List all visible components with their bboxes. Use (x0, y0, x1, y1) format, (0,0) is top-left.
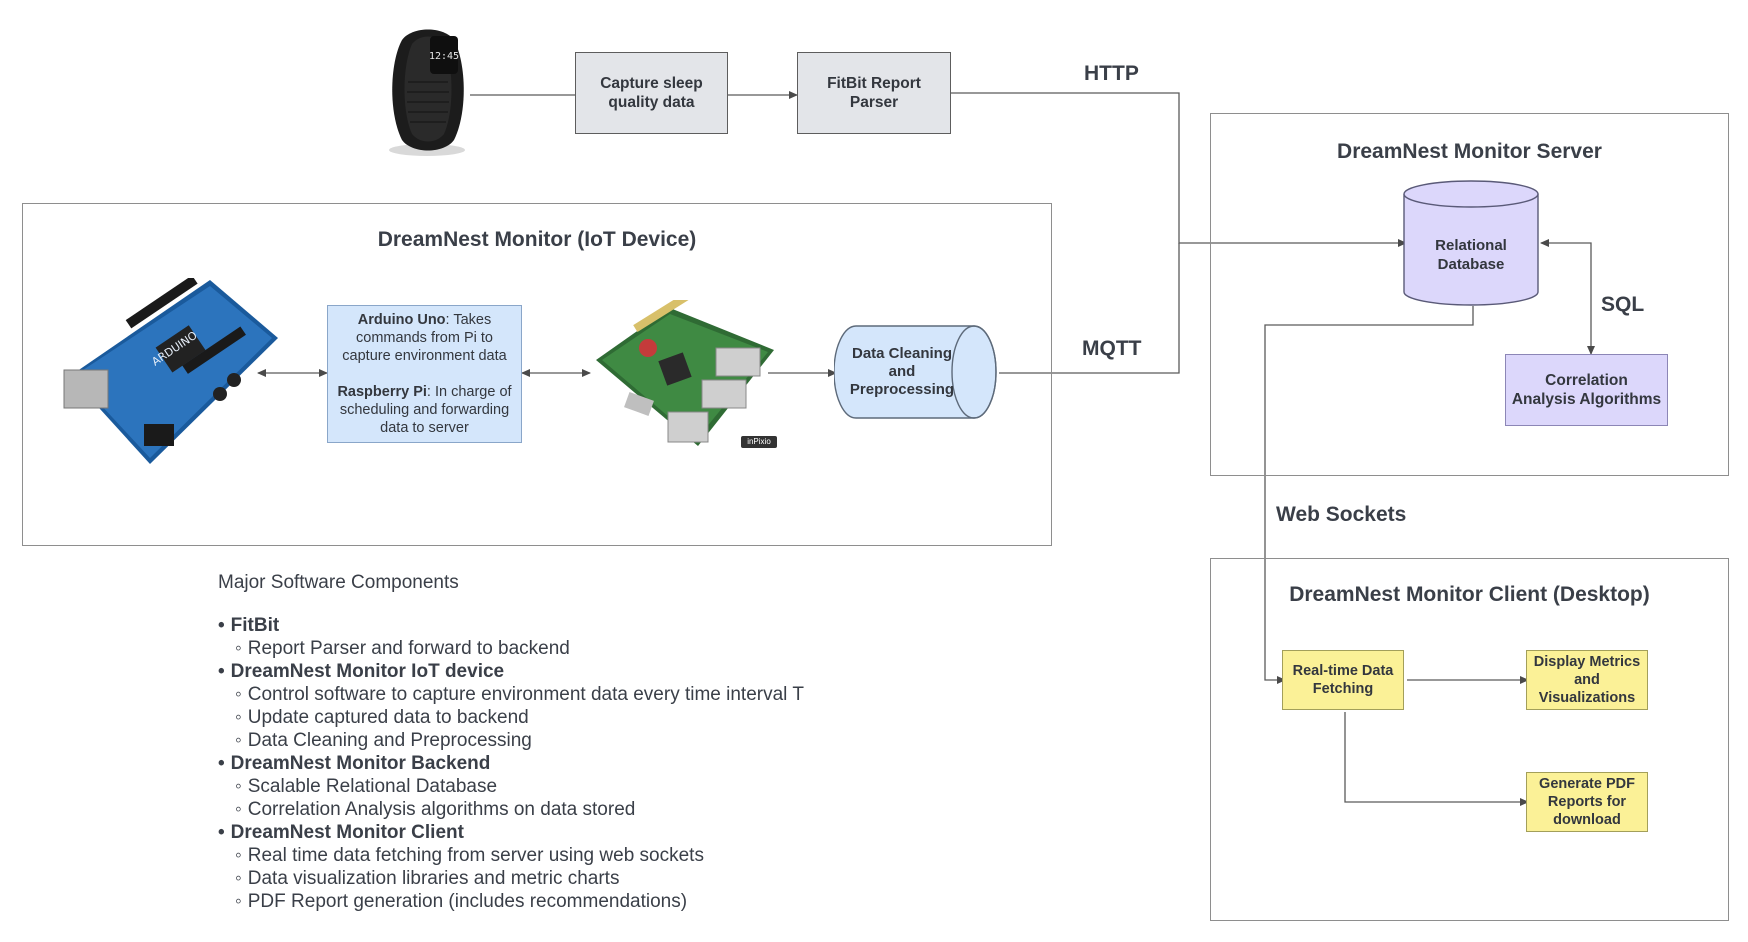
display-metrics-box: Display Metrics and Visualizations (1526, 650, 1648, 710)
component-group-backend: DreamNest Monitor Backend Scalable Relat… (218, 752, 804, 821)
component-item: PDF Report generation (includes recommen… (218, 890, 804, 913)
server-container: DreamNest Monitor Server (1210, 113, 1729, 476)
component-item: Correlation Analysis algorithms on data … (218, 798, 804, 821)
data-cleaning-label: Data Cleaning and Preprocessing (849, 345, 955, 398)
server-title: DreamNest Monitor Server (1337, 140, 1602, 163)
websockets-label: Web Sockets (1276, 503, 1407, 526)
correlation-box: Correlation Analysis Algorithms (1505, 354, 1668, 426)
component-item: Update captured data to backend (218, 706, 804, 729)
client-container: DreamNest Monitor Client (Desktop) (1210, 558, 1729, 921)
component-item: Data visualization libraries and metric … (218, 867, 804, 890)
iot-device-title: DreamNest Monitor (IoT Device) (377, 228, 697, 251)
pi-name: Raspberry Pi (337, 384, 427, 400)
arduino-description: Arduino Uno: Takes commands from Pi to c… (334, 311, 515, 365)
arduino-pi-description-box: Arduino Uno: Takes commands from Pi to c… (327, 305, 522, 443)
raspberry-pi-image (596, 300, 774, 446)
component-item: Scalable Relational Database (218, 775, 804, 798)
component-group-client: DreamNest Monitor Client Real time data … (218, 821, 804, 913)
client-title: DreamNest Monitor Client (Desktop) (1289, 583, 1650, 606)
capture-sleep-label: Capture sleep quality data (600, 75, 703, 111)
display-metrics-label: Display Metrics and Visualizations (1533, 654, 1641, 706)
mqtt-label: MQTT (1082, 337, 1142, 360)
fitbit-time-display: 12:45 (429, 51, 459, 62)
fitbit-device-image: 12:45 (389, 29, 465, 156)
generate-pdf-label: Generate PDF Reports for download (1539, 776, 1635, 828)
pi-description: Raspberry Pi: In charge of scheduling an… (334, 383, 515, 437)
arduino-name: Arduino Uno (357, 312, 446, 328)
software-components-list: Major Software Components FitBit Report … (218, 571, 804, 913)
fitbit-parser-label: FitBit Report Parser (827, 75, 921, 111)
fetch-to-pdf-line (1344, 712, 1529, 806)
correlation-label: Correlation Analysis Algorithms (1511, 372, 1662, 408)
sql-label: SQL (1601, 293, 1645, 316)
data-cleaning-box: Data Cleaning and Preprocessing (840, 330, 964, 414)
component-group-name: DreamNest Monitor Client (218, 821, 804, 844)
database-cylinder (1403, 180, 1539, 306)
database-box: Relational Database (1404, 220, 1538, 290)
component-item: Real time data fetching from server usin… (218, 844, 804, 867)
component-item: Report Parser and forward to backend (218, 637, 804, 660)
database-label: Relational Database (1435, 237, 1507, 273)
realtime-fetching-box: Real-time Data Fetching (1282, 650, 1404, 710)
realtime-fetching-label: Real-time Data Fetching (1292, 663, 1394, 697)
http-line (951, 92, 1407, 247)
websocket-line (1264, 306, 1474, 684)
component-group-iot: DreamNest Monitor IoT device Control sof… (218, 660, 804, 752)
component-item: Control software to capture environment … (218, 683, 804, 706)
components-heading: Major Software Components (218, 572, 459, 593)
component-group-name: FitBit (218, 614, 804, 637)
generate-pdf-box: Generate PDF Reports for download (1526, 772, 1648, 832)
arduino-uno-image: ARDUINO (63, 278, 278, 464)
sql-line (1540, 239, 1595, 355)
component-group-name: DreamNest Monitor Backend (218, 752, 804, 775)
component-group-fitbit: FitBit Report Parser and forward to back… (218, 614, 804, 660)
component-item: Data Cleaning and Preprocessing (218, 729, 804, 752)
fitbit-parser-box: FitBit Report Parser (797, 52, 951, 134)
component-group-name: DreamNest Monitor IoT device (218, 660, 804, 683)
mqtt-line (999, 243, 1180, 374)
http-label: HTTP (1084, 62, 1139, 85)
iot-device-container: DreamNest Monitor (IoT Device) (22, 203, 1052, 546)
inpixio-badge: inPixio (741, 436, 777, 448)
pi-text: : In charge of scheduling and forwarding… (339, 384, 512, 436)
arduino-text: : Takes commands from Pi to capture envi… (342, 312, 507, 364)
capture-sleep-box: Capture sleep quality data (575, 52, 728, 134)
data-cleaning-cylinder (834, 325, 997, 419)
